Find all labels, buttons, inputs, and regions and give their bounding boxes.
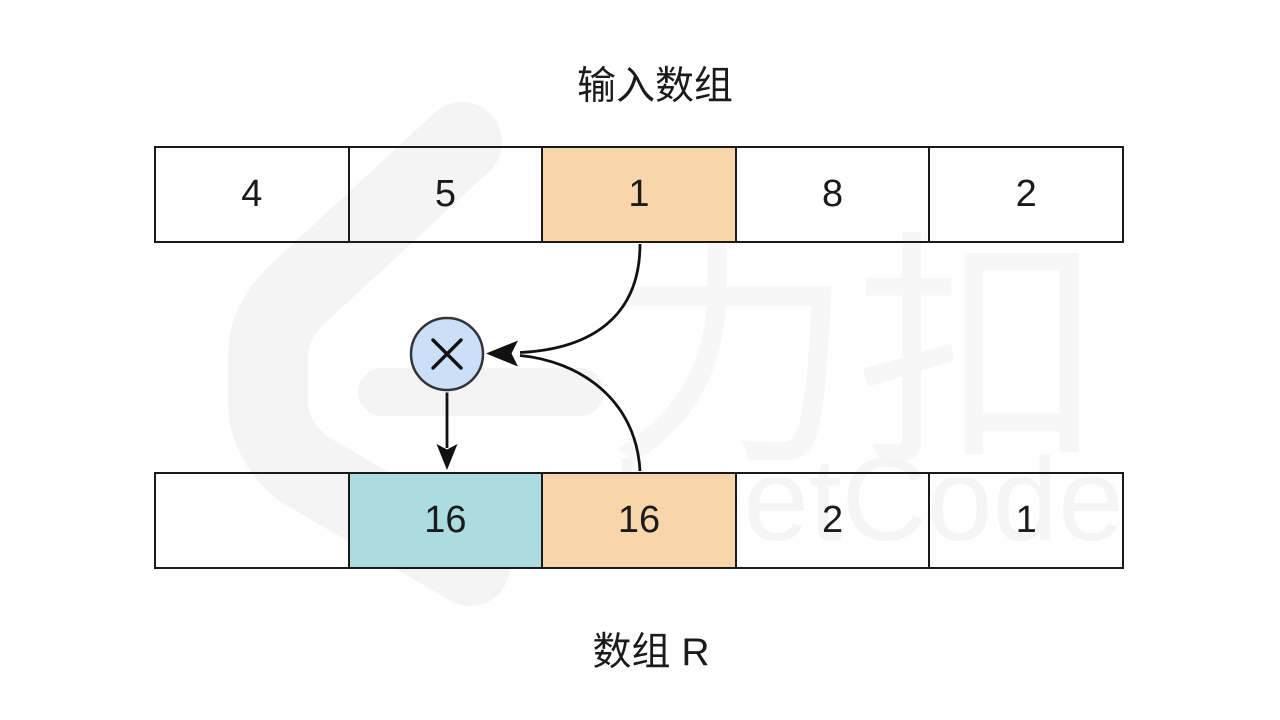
arrow-from-result-icon (519, 354, 642, 472)
watermark-cn-text: 力扣 (605, 216, 1105, 495)
arrowhead-left-icon (486, 340, 518, 367)
input-array-cell-4: 2 (928, 148, 1122, 241)
result-array-cell-2: 16 (541, 474, 735, 567)
input-array-title: 输入数组 (576, 65, 733, 108)
result-array: 16 16 2 1 (154, 472, 1124, 569)
multiply-node (409, 316, 485, 392)
multiply-icon (431, 338, 463, 370)
result-array-cell-3: 2 (734, 474, 929, 567)
input-array-cell-2: 1 (541, 148, 735, 241)
input-array-cell-1: 5 (347, 148, 542, 241)
arrow-from-input-icon (519, 243, 642, 354)
arrowhead-down-icon (436, 444, 458, 470)
input-array: 4 5 1 8 2 (154, 146, 1124, 243)
input-array-cell-3: 8 (734, 148, 929, 241)
result-array-cell-4: 1 (928, 474, 1122, 567)
result-array-cell-1: 16 (347, 474, 542, 567)
result-array-cell-0 (156, 474, 348, 567)
input-array-cell-0: 4 (241, 173, 263, 215)
result-array-title: 数组 R (592, 631, 710, 674)
